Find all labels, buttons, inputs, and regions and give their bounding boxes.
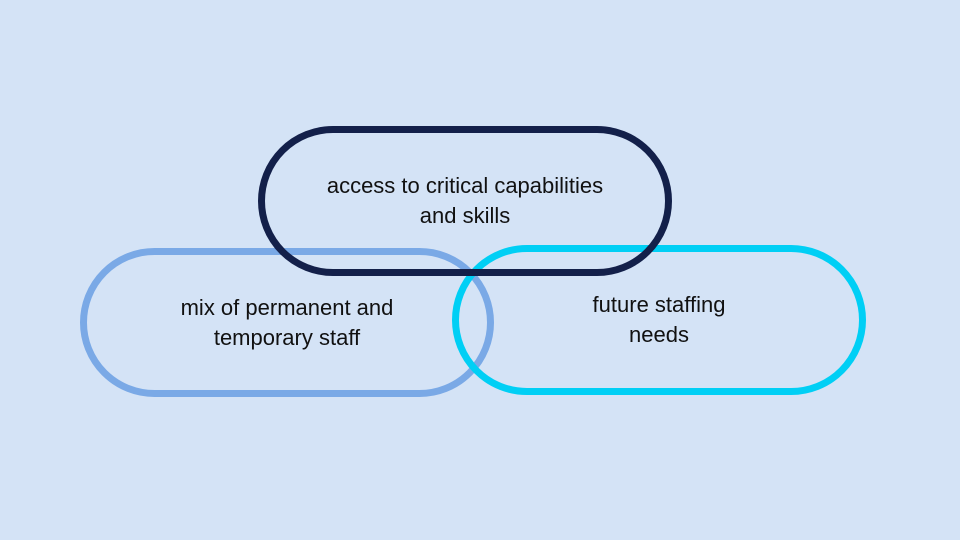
node-label-future-staffing: future staffing needs — [592, 292, 726, 347]
node-label-access-to-capabilities: access to critical capabilities and skil… — [326, 173, 604, 228]
node-label-staff-mix: mix of permanent and temporary staff — [180, 294, 394, 350]
pill-outline-top — [258, 126, 672, 276]
pill-outline-right — [452, 245, 866, 395]
